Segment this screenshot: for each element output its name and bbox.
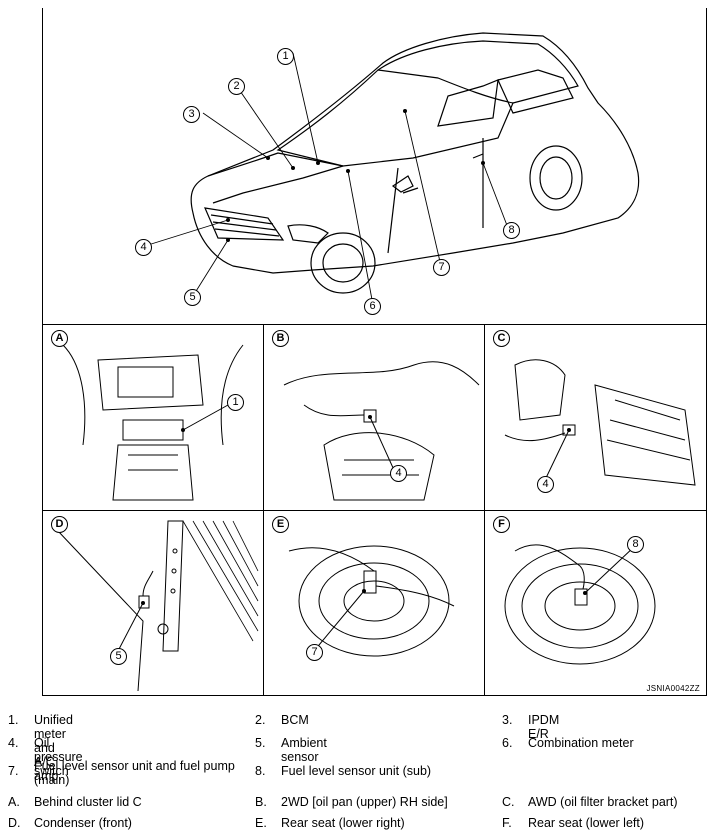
- panel-e-callout-7: 7: [306, 644, 323, 661]
- oil-pan-detail-illustration: [283, 361, 480, 501]
- panel-tag-b: B: [272, 330, 289, 347]
- rear-seat-left-illustration: [504, 544, 656, 665]
- rear-seat-right-illustration: [288, 545, 455, 657]
- main-callout-8: 8: [503, 222, 520, 239]
- main-callout-2: 2: [228, 78, 245, 95]
- main-callout-6: 6: [364, 298, 381, 315]
- main-callout-4: 4: [135, 239, 152, 256]
- panel-tag-f: F: [493, 516, 510, 533]
- main-callout-1: 1: [277, 48, 294, 65]
- panel-c-callout-4: 4: [537, 476, 554, 493]
- car-overview-figure: 1 2 3 4 5 6 7 8: [43, 8, 706, 325]
- panel-f-callout-8: 8: [627, 536, 644, 553]
- detail-panel-f: F 8 JSNIA0042ZZ: [485, 511, 706, 696]
- detail-panel-c: C 4: [485, 325, 706, 511]
- condenser-detail-illustration: [57, 520, 259, 692]
- cluster-detail-illustration: [62, 344, 244, 501]
- car-illustration: [147, 32, 640, 306]
- main-callout-5: 5: [184, 289, 201, 306]
- diagram-frame: 1 2 3 4 5 6 7 8 A 1: [42, 8, 707, 696]
- panel-tag-d: D: [51, 516, 68, 533]
- oil-filter-bracket-illustration: [504, 359, 696, 486]
- panel-a-callout-1: 1: [227, 394, 244, 411]
- panel-b-callout-4: 4: [390, 465, 407, 482]
- panel-tag-e: E: [272, 516, 289, 533]
- figure-reference-code: JSNIA0042ZZ: [646, 684, 700, 693]
- detail-panel-d: D 5: [43, 511, 264, 696]
- panel-tag-a: A: [51, 330, 68, 347]
- panel-d-callout-5: 5: [110, 648, 127, 665]
- main-callout-3: 3: [183, 106, 200, 123]
- detail-panel-a: A 1: [43, 325, 264, 511]
- detail-panel-b: B 4: [264, 325, 485, 511]
- detail-panel-e: E 7: [264, 511, 485, 696]
- main-callout-7: 7: [433, 259, 450, 276]
- panel-tag-c: C: [493, 330, 510, 347]
